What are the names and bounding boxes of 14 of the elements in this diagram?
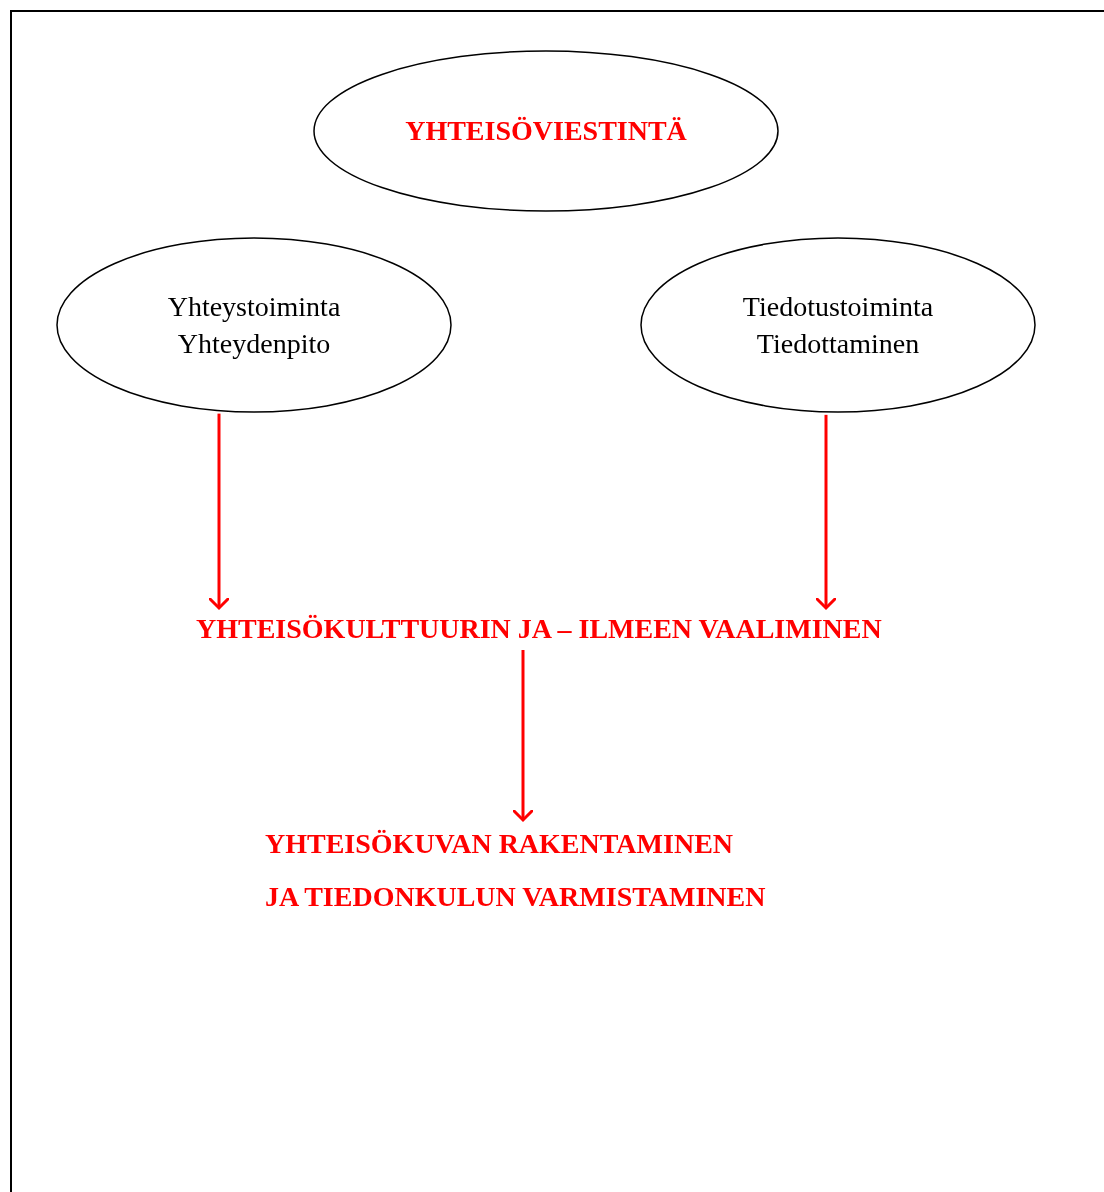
arrow bbox=[814, 414, 838, 610]
node-label: Tiedotustoiminta bbox=[742, 290, 934, 324]
ellipse-node bbox=[313, 50, 779, 212]
ellipse-node bbox=[640, 237, 1036, 413]
node-label: Tiedottaminen bbox=[756, 327, 920, 361]
ellipse-node bbox=[56, 237, 452, 413]
arrow bbox=[511, 650, 535, 822]
heading-text: YHTEISÖKULTTUURIN JA – ILMEEN VAALIMINEN bbox=[196, 612, 882, 646]
heading-text: YHTEISÖKUVAN RAKENTAMINEN bbox=[265, 827, 734, 861]
node-label: YHTEISÖVIESTINTÄ bbox=[405, 114, 687, 148]
node-label: Yhteystoiminta bbox=[167, 290, 341, 324]
arrow bbox=[207, 413, 231, 610]
heading-text: JA TIEDONKULUN VARMISTAMINEN bbox=[265, 880, 766, 914]
node-label: Yhteydenpito bbox=[177, 327, 331, 361]
